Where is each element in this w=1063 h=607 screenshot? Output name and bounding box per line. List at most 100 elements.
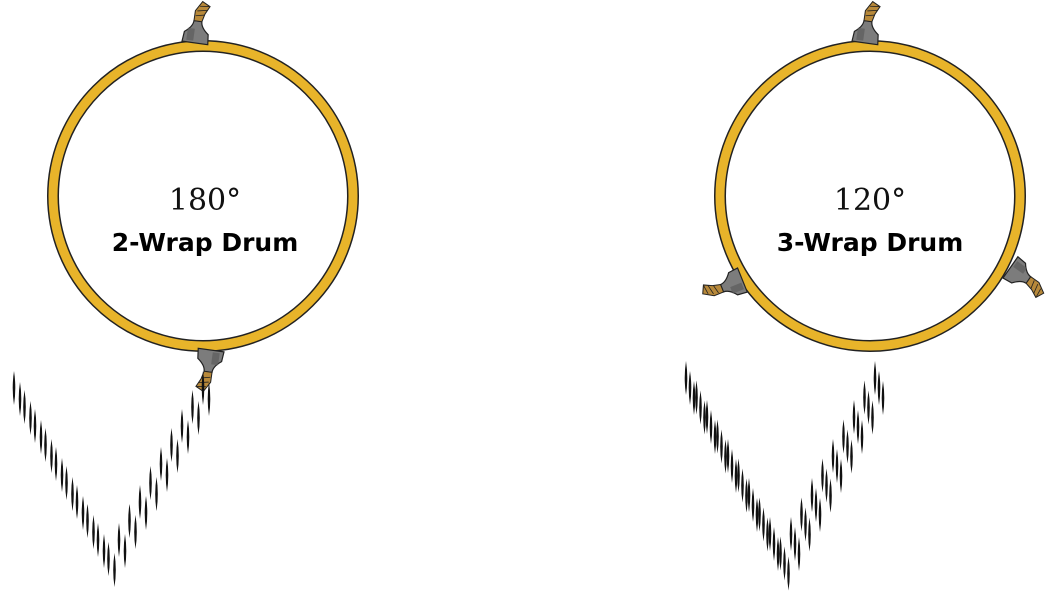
cut-mark-icon [699, 390, 702, 425]
cut-mark-icon [800, 497, 803, 532]
cut-pattern-3-wrap [684, 361, 885, 591]
cut-mark-icon [138, 485, 142, 519]
cut-mark-icon [180, 409, 184, 443]
cut-mark-icon [850, 439, 853, 474]
cut-mark-icon [821, 458, 824, 493]
cut-mark-icon [814, 488, 818, 522]
cut-mark-icon [720, 429, 723, 464]
cut-mark-icon [71, 477, 74, 511]
cut-mark-icon [65, 466, 68, 500]
cutting-tooth-icon [191, 347, 225, 395]
cut-mark-icon [751, 488, 755, 522]
cut-mark-icon [755, 498, 759, 532]
cut-mark-icon [60, 458, 64, 492]
cutting-tooth-icon [851, 0, 885, 46]
cut-mark-icon [123, 534, 127, 568]
cutting-tooth-icon [698, 267, 748, 309]
cut-mark-icon [741, 468, 744, 503]
cut-mark-icon [12, 371, 16, 405]
cut-mark-icon [860, 420, 864, 454]
cut-mark-icon [191, 390, 194, 424]
cut-mark-icon [808, 517, 811, 552]
cut-mark-icon [730, 449, 734, 483]
cut-mark-icon [176, 439, 179, 473]
cut-mark-icon [102, 534, 106, 568]
cut-mark-icon [762, 507, 765, 542]
cut-mark-icon [29, 401, 32, 435]
cut-mark-icon [793, 527, 797, 561]
cut-mark-icon [787, 556, 790, 591]
cut-mark-icon [871, 400, 874, 435]
cut-mark-icon [688, 371, 692, 405]
drum-2-wrap: 180° 2-Wrap Drum [12, 0, 359, 587]
cut-mark-icon [852, 400, 856, 434]
cut-mark-icon [684, 361, 688, 395]
cut-mark-icon [825, 468, 828, 503]
cut-mark-icon [881, 381, 885, 415]
angle-label: 180° [169, 183, 241, 218]
angle-label: 120° [834, 183, 906, 218]
cut-mark-icon [818, 498, 822, 532]
cut-mark-icon [766, 517, 769, 552]
cut-mark-icon [128, 504, 131, 538]
cut-mark-icon [877, 371, 881, 405]
cut-mark-icon [39, 420, 43, 454]
drum-title: 3-Wrap Drum [777, 228, 964, 257]
cut-mark-icon [724, 439, 727, 474]
cut-mark-icon [745, 478, 748, 513]
cut-mark-icon [134, 515, 137, 549]
cut-mark-icon [692, 381, 696, 415]
cut-mark-icon [747, 478, 751, 512]
cut-mark-icon [839, 459, 843, 493]
cut-mark-icon [734, 459, 738, 493]
drum-ring-band [48, 41, 358, 351]
cut-mark-icon [165, 458, 169, 492]
cut-mark-icon [716, 419, 719, 454]
cut-mark-icon [75, 485, 79, 519]
cut-mark-icon [33, 409, 37, 443]
cut-mark-icon [804, 507, 807, 542]
cut-mark-icon [709, 410, 713, 444]
cut-mark-icon [705, 400, 709, 434]
cut-mark-icon [703, 400, 706, 435]
cut-mark-icon [797, 537, 801, 571]
cut-mark-icon [835, 449, 839, 483]
cut-mark-icon [695, 380, 698, 415]
cut-mark-icon [758, 497, 761, 532]
cut-mark-icon [96, 523, 100, 557]
cut-mark-icon [776, 537, 780, 571]
cut-mark-icon [737, 458, 740, 493]
cut-mark-icon [170, 428, 173, 462]
cut-mark-icon [197, 401, 200, 435]
cut-pattern-2-wrap [12, 371, 211, 587]
cut-mark-icon [856, 410, 860, 444]
cut-mark-icon [713, 420, 717, 454]
cut-mark-icon [117, 523, 121, 557]
cut-mark-icon [873, 361, 877, 395]
cut-mark-icon [779, 536, 782, 571]
cut-mark-icon [23, 390, 26, 424]
drum-title: 2-Wrap Drum [112, 228, 299, 257]
cut-mark-icon [863, 380, 866, 415]
drum-3-wrap: 120° 3-Wrap Drum [684, 0, 1053, 591]
cut-mark-icon [726, 439, 730, 473]
cut-mark-icon [86, 504, 89, 538]
cut-mark-icon [18, 382, 22, 416]
cut-mark-icon [789, 517, 793, 551]
cut-mark-icon [783, 546, 786, 581]
cut-mark-icon [54, 447, 58, 481]
cut-mark-icon [92, 515, 95, 549]
cut-mark-icon [107, 542, 110, 576]
cut-mark-icon [50, 439, 53, 473]
cut-mark-icon [829, 478, 832, 513]
cut-mark-icon [159, 447, 163, 481]
cut-mark-icon [207, 382, 211, 416]
cut-mark-icon [149, 466, 152, 500]
cut-mark-icon [44, 428, 47, 462]
cut-mark-icon [186, 420, 190, 454]
cut-mark-icon [846, 429, 849, 464]
cut-mark-icon [831, 439, 835, 473]
cut-mark-icon [867, 390, 870, 425]
cut-mark-icon [155, 477, 158, 511]
